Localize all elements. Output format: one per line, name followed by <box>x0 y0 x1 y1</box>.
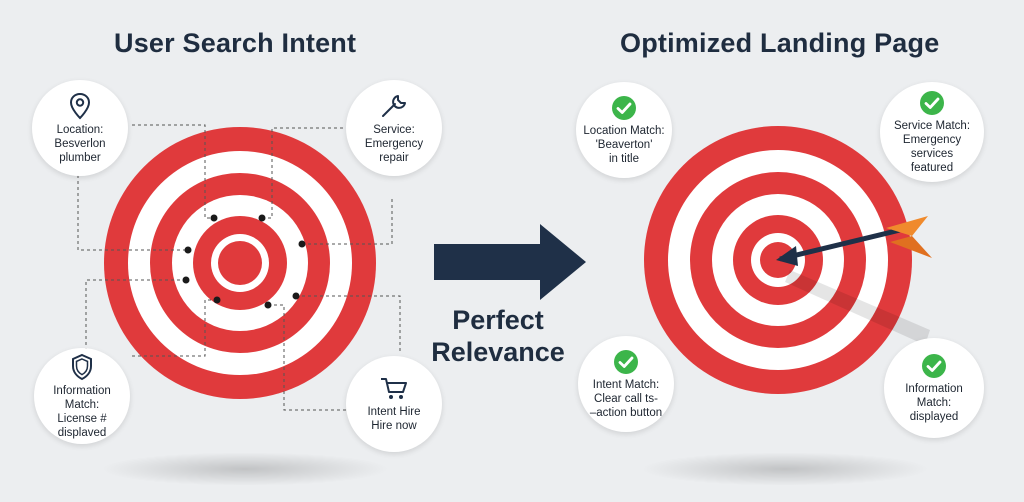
perfect-relevance-label: Perfect Relevance <box>428 304 568 368</box>
bubble-location-text: Location: Besverlon plumber <box>54 123 106 164</box>
right-target-shadow <box>640 452 930 486</box>
bubble-intent-match-text: Intent Match: Clear call ts- –action but… <box>589 378 663 419</box>
label-line-1: Perfect <box>452 305 544 335</box>
left-target-shadow <box>100 452 390 486</box>
left-target-dots <box>182 214 306 309</box>
right-panel-title: Optimized Landing Page <box>620 28 940 58</box>
left-target <box>104 127 376 399</box>
bubble-intent-match: Intent Match: Clear call ts- –action but… <box>578 336 674 432</box>
check-icon <box>611 95 637 121</box>
bubble-service-match: Service Match: Emergency services featur… <box>880 82 984 182</box>
bubble-service-text: Service: Emergency repair <box>364 123 424 164</box>
bubble-location-match-text: Location Match: 'Beaverton' in title <box>583 124 665 165</box>
bubble-location: Location: Besverlon plumber <box>32 80 128 176</box>
bubble-service: Service: Emergency repair <box>346 80 442 176</box>
bubble-information-match: Information Match: displayed <box>884 338 984 438</box>
bubble-intent-text: Intent Hire Hire now <box>367 405 421 432</box>
bubble-intent: Intent Hire Hire now <box>346 356 442 452</box>
bubble-information: Information Match: License # displaved <box>34 348 130 444</box>
bubble-location-match: Location Match: 'Beaverton' in title <box>576 82 672 178</box>
dart-arrow <box>776 216 932 266</box>
wrench-icon <box>379 92 409 120</box>
bubble-service-match-text: Service Match: Emergency services featur… <box>893 119 971 174</box>
bubble-information-match-text: Information Match: displayed <box>905 382 963 423</box>
right-arrow-icon <box>434 224 586 300</box>
shopping-cart-icon <box>379 376 409 402</box>
map-pin-icon <box>68 92 92 120</box>
check-icon <box>921 353 947 379</box>
check-icon <box>613 349 639 375</box>
check-icon <box>919 90 945 116</box>
bubble-information-text: Information Match: License # displaved <box>53 384 111 439</box>
left-connector-lines <box>77 124 401 411</box>
label-line-2: Relevance <box>431 337 565 367</box>
arrow-shadow <box>785 270 930 345</box>
shield-icon <box>70 353 94 381</box>
left-panel-title: User Search Intent <box>114 28 357 58</box>
